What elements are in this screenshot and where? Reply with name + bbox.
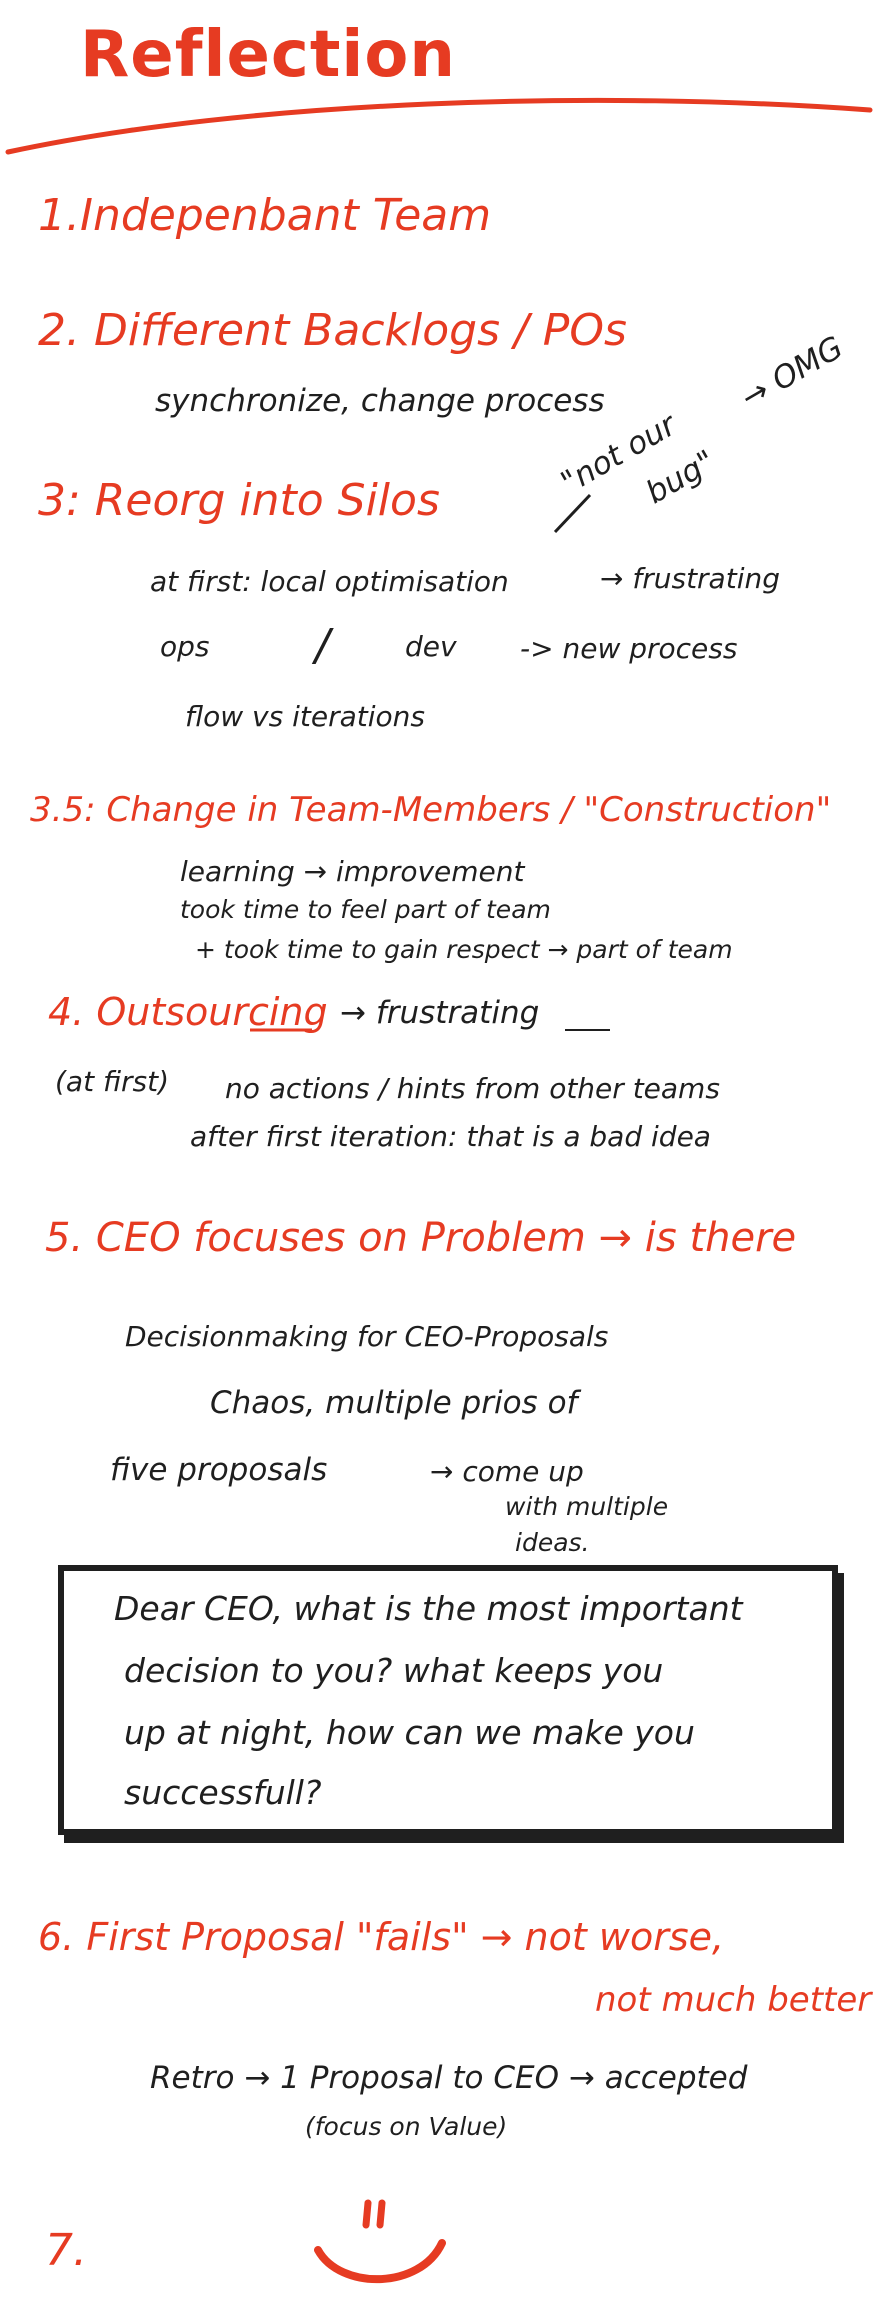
item-2-line-1: synchronize, change process [155, 383, 605, 419]
item-3-line-2: → frustrating [600, 562, 780, 595]
item-6-heading: 6. First Proposal "fails" → not worse, [38, 1915, 725, 1959]
item-3-line-3: ops [160, 630, 210, 663]
item-3-aside-3: → OMG [735, 329, 850, 417]
item-5-line-3: five proposals [110, 1452, 328, 1488]
callout-line-1: Dear CEO, what is the most important [114, 1589, 743, 1628]
item-5-line-5: with multiple [505, 1492, 669, 1521]
item-3-line-1: at first: local optimisation [150, 565, 509, 598]
item-4-heading: 4. Outsourcing [48, 990, 328, 1034]
item-6-line-1: Retro → 1 Proposal to CEO → accepted [150, 2060, 748, 2096]
item-4-line-1: (at first) [55, 1065, 170, 1098]
callout-line-4: successfull? [124, 1773, 322, 1812]
item-4-heading-suffix: → frustrating [340, 995, 540, 1031]
item-5-line-1: Decisionmaking for CEO-Proposals [125, 1320, 609, 1353]
ceo-question-box: Dear CEO, what is the most important dec… [58, 1565, 838, 1835]
item-3-5-line-1: learning → improvement [180, 855, 525, 888]
callout-line-3: up at night, how can we make you [124, 1713, 695, 1752]
item-6-line-2: (focus on Value) [305, 2112, 508, 2141]
item-3-5-line-3: + took time to gain respect → part of te… [195, 935, 733, 964]
callout-line-2: decision to you? what keeps you [124, 1651, 664, 1690]
item-4-line-2: no actions / hints from other teams [225, 1072, 720, 1105]
item-3-5-line-2: took time to feel part of team [180, 895, 551, 924]
item-6-heading-line-2: not much better [595, 1980, 872, 2020]
item-3-line-6: -> new process [520, 632, 738, 665]
smiley-icon [314, 2199, 446, 2284]
item-4-line-3: after first iteration: that is a bad ide… [190, 1120, 711, 1153]
item-1-heading: 1.Indepenbant Team [38, 190, 492, 241]
item-3-line-7: flow vs iterations [185, 700, 425, 733]
item-3-line-4: / [315, 620, 330, 671]
page-title: Reflection [80, 18, 456, 92]
item-2-heading: 2. Different Backlogs / POs [38, 305, 627, 356]
item-3-line-5: dev [405, 630, 457, 663]
item-5-heading: 5. CEO focuses on Problem → is there [45, 1215, 797, 1261]
item-3-heading: 3: Reorg into Silos [38, 475, 440, 526]
item-3-5-heading: 3.5: Change in Team-Members / "Construct… [30, 790, 832, 830]
item-5-line-6: ideas. [515, 1528, 590, 1557]
title-underline [5, 97, 873, 155]
item-7-heading: 7. [45, 2225, 87, 2276]
item-5-line-2: Chaos, multiple prios of [210, 1385, 578, 1421]
item-5-line-4: → come up [430, 1455, 584, 1488]
